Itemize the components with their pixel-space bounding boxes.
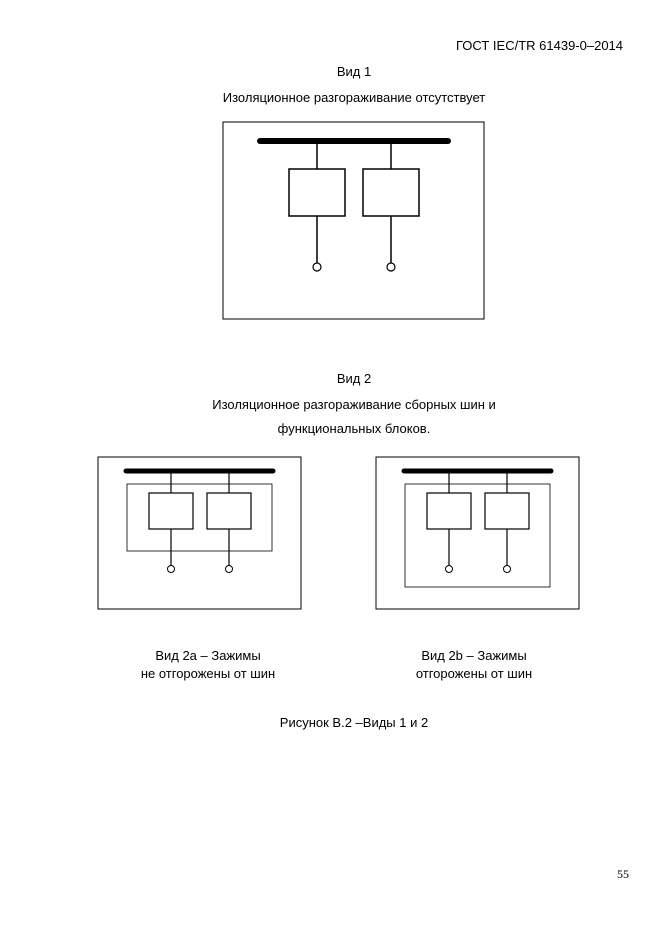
page-number: 55: [617, 867, 629, 881]
view2b-terminal: [445, 565, 453, 573]
view2b-label-line1: Вид 2b – Зажимы: [421, 648, 527, 663]
figure-caption: Рисунок B.2 –Виды 1 и 2: [279, 715, 429, 730]
view2b-terminal: [503, 565, 511, 573]
view2a-diagram: [97, 456, 302, 610]
view1-terminal: [386, 262, 396, 272]
view2-title: Вид 2: [336, 371, 372, 386]
view2a-partition: [126, 483, 273, 552]
view1-terminal: [312, 262, 322, 272]
view2a-functional-unit: [206, 492, 252, 530]
view1-functional-unit: [362, 168, 420, 217]
view2b-partition: [404, 483, 551, 588]
view1-diagram: [222, 121, 485, 320]
view2-caption-line2: функциональных блоков.: [277, 421, 431, 436]
document-header: ГОСТ IEC/TR 61439-0–2014: [456, 38, 624, 53]
view2b-functional-unit: [484, 492, 530, 530]
view1-caption: Изоляционное разгораживание отсутствует: [222, 90, 486, 105]
view2a-label-line1: Вид 2a – Зажимы: [155, 648, 261, 663]
view2a-terminal: [167, 565, 175, 573]
view2-caption-line1: Изоляционное разгораживание сборных шин …: [212, 397, 496, 412]
view2b-label-line2: отгорожены от шин: [415, 666, 533, 681]
view2b-enclosure: [375, 456, 580, 610]
view2a-functional-unit: [148, 492, 194, 530]
view2b-diagram: [375, 456, 580, 610]
view2a-label-line2: не отгорожены от шин: [140, 666, 276, 681]
view1-title: Вид 1: [336, 64, 372, 79]
view2a-terminal: [225, 565, 233, 573]
view2b-functional-unit: [426, 492, 472, 530]
view1-enclosure: [222, 121, 485, 320]
view1-functional-unit: [288, 168, 346, 217]
view2a-enclosure: [97, 456, 302, 610]
